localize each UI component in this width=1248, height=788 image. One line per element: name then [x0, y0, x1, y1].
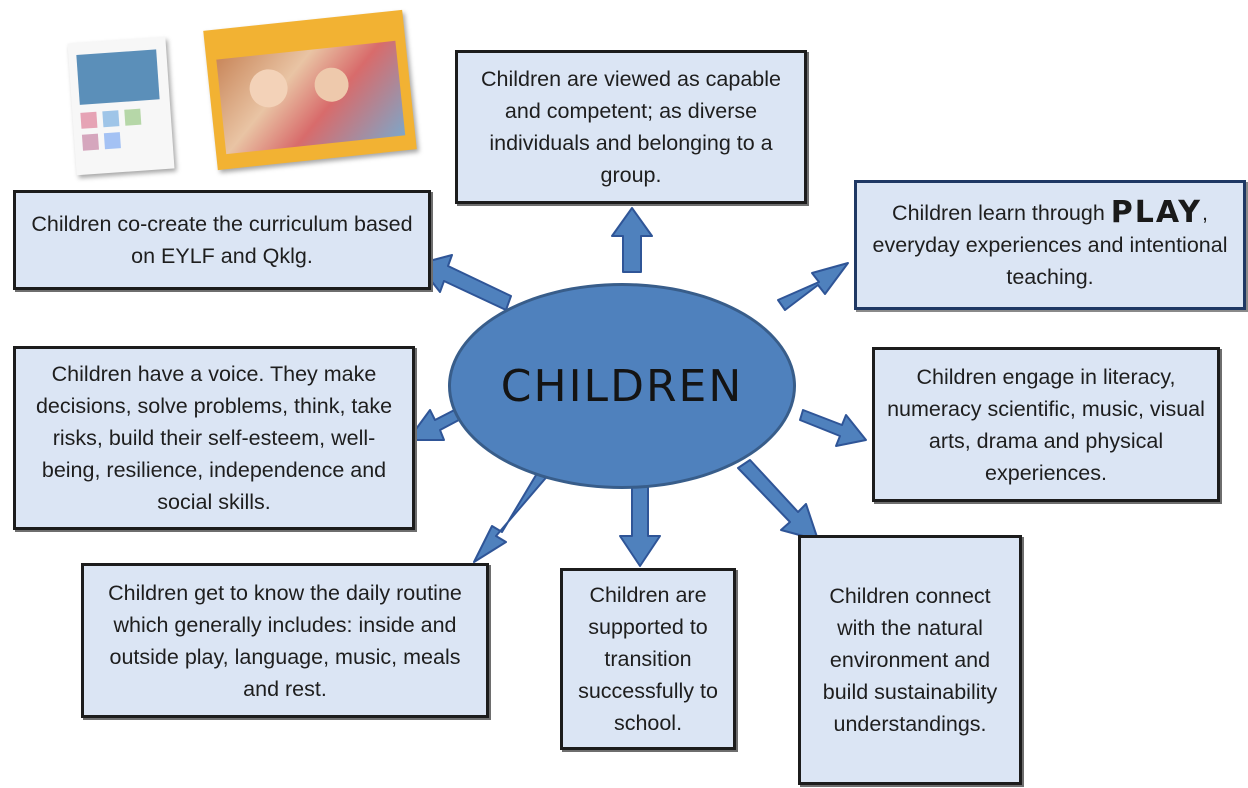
play-post: , everyday experiences and intentional t… [872, 201, 1228, 289]
box-literacy: Children engage in literacy, numeracy sc… [872, 347, 1220, 502]
arrow-down-right [737, 459, 819, 541]
box-cocreate: Children co-create the curriculum based … [13, 190, 431, 290]
play-pre: Children learn through [892, 201, 1111, 225]
center-label: CHILDREN [500, 360, 744, 412]
arrow-up [611, 207, 653, 273]
arrow-up-right [777, 262, 849, 311]
box-literacy-text: Children engage in literacy, numeracy sc… [887, 364, 1205, 485]
box-voice: Children have a voice. They make decisio… [13, 346, 415, 530]
box-capable-text: Children are viewed as capable and compe… [481, 67, 781, 187]
box-play-text: Children learn through PLAY, everyday ex… [867, 197, 1233, 293]
arrow-right [799, 409, 867, 447]
arrow-down [619, 479, 661, 567]
box-cocreate-text: Children co-create the curriculum based … [31, 212, 413, 268]
box-routine: Children get to know the daily routine w… [81, 563, 489, 718]
box-nature-text: Children connect with the natural enviro… [822, 584, 998, 736]
box-routine-text: Children get to know the daily routine w… [108, 580, 462, 701]
box-play: Children learn through PLAY, everyday ex… [854, 180, 1246, 310]
play-word: PLAY [1110, 195, 1202, 230]
box-transition-text: Children are supported to transition suc… [578, 583, 718, 735]
box-voice-text: Children have a voice. They make decisio… [35, 362, 393, 514]
box-transition: Children are supported to transition suc… [560, 568, 736, 750]
box-capable: Children are viewed as capable and compe… [455, 50, 807, 204]
arrow-up-left [417, 254, 512, 311]
center-ellipse: CHILDREN [448, 283, 796, 489]
box-nature: Children connect with the natural enviro… [798, 535, 1022, 785]
